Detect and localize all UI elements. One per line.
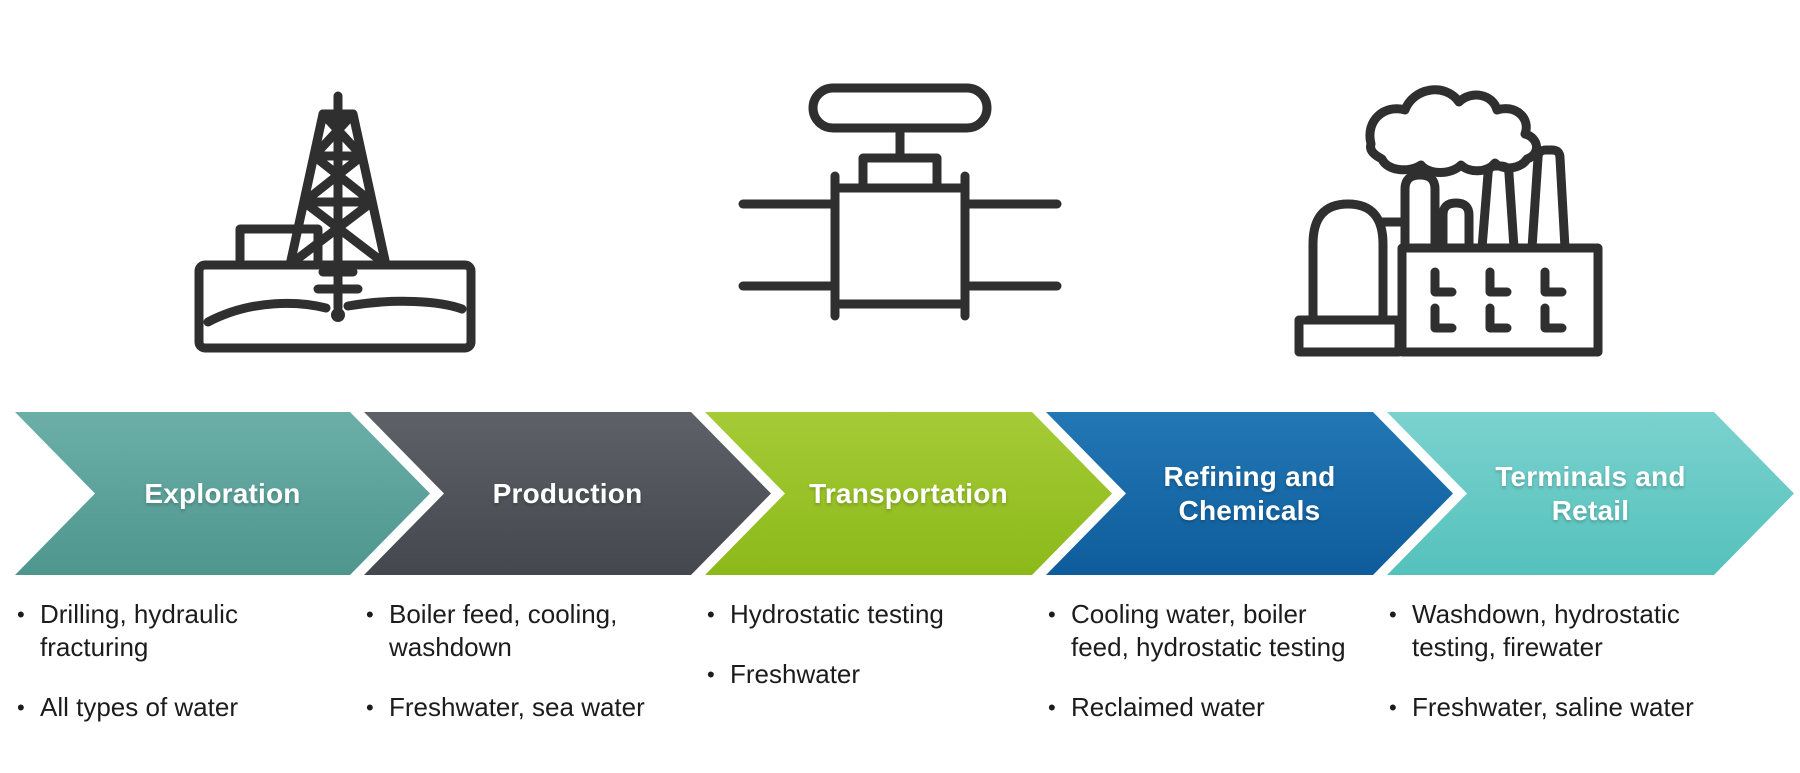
bullet-item: • Hydrostatic testing bbox=[705, 598, 1035, 631]
chevron-band: Exploration Production Transportation Refin… bbox=[0, 412, 1800, 575]
bullet-icon: • bbox=[1389, 602, 1397, 627]
bullet-icon: • bbox=[707, 602, 715, 627]
bullet-item: • Reclaimed water bbox=[1046, 691, 1376, 724]
chevron-stage-transportation: Transportation bbox=[705, 412, 1112, 575]
bullet-icon: • bbox=[1048, 602, 1056, 627]
bullet-text: Freshwater, sea water bbox=[389, 692, 645, 722]
bullet-icon: • bbox=[1048, 695, 1056, 720]
stage-label: Exploration bbox=[144, 477, 301, 509]
bullet-text: Washdown, hydrostatic testing, firewater bbox=[1412, 599, 1680, 662]
oil-rig-icon bbox=[190, 56, 480, 356]
chevron-stage-exploration: Exploration bbox=[15, 412, 430, 575]
bullet-column-exploration: • Drilling, hydraulic fracturing • All type… bbox=[15, 598, 345, 751]
bullet-icon: • bbox=[707, 662, 715, 687]
bullet-text: Boiler feed, cooling, washdown bbox=[389, 599, 618, 662]
bullet-icon: • bbox=[17, 695, 25, 720]
bullet-item: • Freshwater, sea water bbox=[364, 691, 694, 724]
bullet-item: • Cooling water, boiler feed, hydrostatic… bbox=[1046, 598, 1376, 664]
bullet-icon: • bbox=[17, 602, 25, 627]
bullet-column-production: • Boiler feed, cooling, washdown • Freshwat… bbox=[364, 598, 694, 751]
bullet-text: Freshwater bbox=[730, 659, 861, 689]
bullet-column-terminals-and-retail: • Washdown, hydrostatic testing, firewate… bbox=[1387, 598, 1717, 751]
bullet-column-transportation: • Hydrostatic testing • Freshwater bbox=[705, 598, 1035, 718]
bullet-item: • Boiler feed, cooling, washdown bbox=[364, 598, 694, 664]
stage-label: Refining and Chemicals bbox=[1163, 460, 1336, 526]
bullet-text: Drilling, hydraulic fracturing bbox=[40, 599, 238, 662]
stage-label: Transportation bbox=[809, 477, 1008, 509]
bullet-text: Hydrostatic testing bbox=[730, 599, 944, 629]
bullet-text: Freshwater, saline water bbox=[1412, 692, 1694, 722]
bullet-icon: • bbox=[366, 695, 374, 720]
bullet-item: • All types of water bbox=[15, 691, 345, 724]
bullet-icon: • bbox=[1389, 695, 1397, 720]
bullet-item: • Washdown, hydrostatic testing, firewate… bbox=[1387, 598, 1717, 664]
bullet-column-refining-and-chemicals: • Cooling water, boiler feed, hydrostatic… bbox=[1046, 598, 1376, 751]
refinery-icon bbox=[1285, 62, 1605, 362]
bullet-text: Cooling water, boiler feed, hydrostatic … bbox=[1071, 599, 1346, 662]
stage-label: Terminals and Retail bbox=[1495, 460, 1686, 526]
bullet-item: • Drilling, hydraulic fracturing bbox=[15, 598, 345, 664]
stage-label: Production bbox=[492, 477, 643, 509]
bullet-text: Reclaimed water bbox=[1071, 692, 1265, 722]
bullet-item: • Freshwater, saline water bbox=[1387, 691, 1717, 724]
bullet-item: • Freshwater bbox=[705, 658, 1035, 691]
bullet-icon: • bbox=[366, 602, 374, 627]
pipeline-valve-icon bbox=[735, 80, 1065, 325]
bullets-row: • Drilling, hydraulic fracturing • All type… bbox=[0, 598, 1800, 773]
bullet-text: All types of water bbox=[40, 692, 238, 722]
